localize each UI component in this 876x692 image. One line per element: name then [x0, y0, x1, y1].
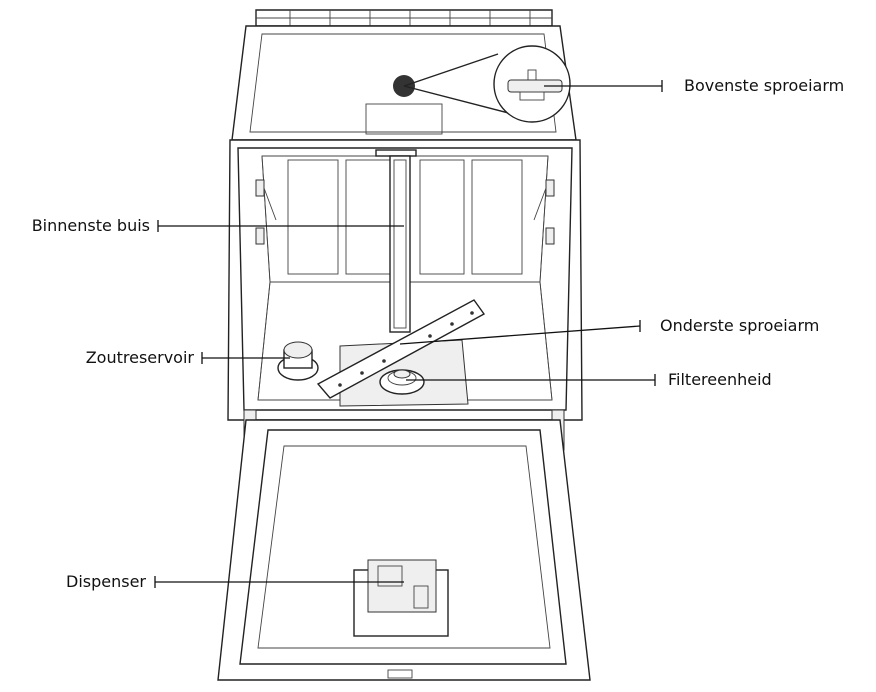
- salt-reservoir: [277, 341, 319, 381]
- filter-unit: [379, 369, 425, 395]
- lower-spray-arm: [316, 299, 486, 399]
- inner-tube: [375, 149, 417, 333]
- leader-lines: [154, 80, 663, 588]
- door: [217, 419, 591, 681]
- label-onderste-sproeiarm: Onderste sproeiarm: [660, 316, 820, 335]
- label-bovenste-sproeiarm: Bovenste sproeiarm: [684, 76, 845, 95]
- dispenser-unit: [353, 559, 449, 637]
- label-zoutreservoir: Zoutreservoir: [85, 348, 194, 367]
- label-binnenste-buis: Binnenste buis: [31, 216, 150, 235]
- label-filtereenheid: Filtereenheid: [668, 370, 772, 389]
- label-dispenser: Dispenser: [66, 572, 146, 591]
